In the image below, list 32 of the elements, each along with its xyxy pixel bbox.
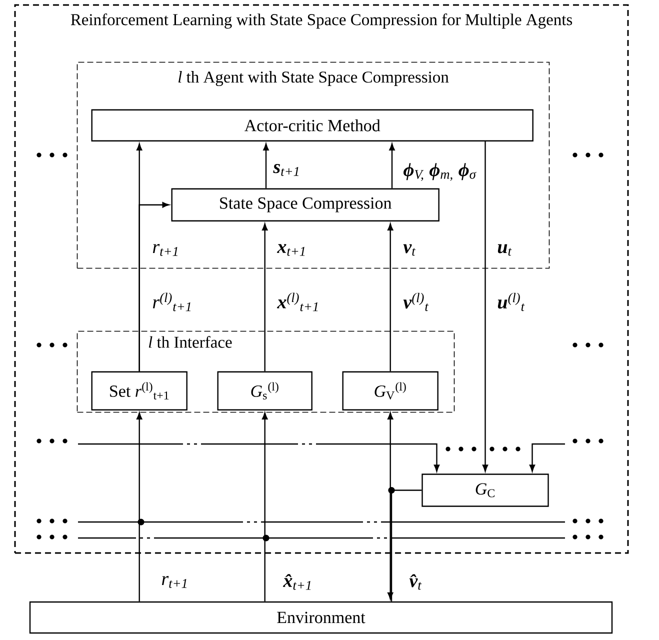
arrow (410, 443, 440, 472)
arrow (388, 412, 394, 600)
environment-box: Environment (29, 601, 613, 634)
arrow (263, 143, 269, 188)
signal-label: v̂$_{t}$ (409, 574, 422, 590)
signal-label: x̂$_{t+1}$ (282, 574, 311, 590)
arrow (262, 223, 268, 372)
arrow (482, 141, 488, 472)
signal-label: x$^{(l)}$t+1 (276, 292, 318, 312)
process-box: State Space Compression (171, 188, 440, 222)
signal-label: u$^{(l)}$t (498, 292, 525, 312)
signal-label: ϕ$_{V,}$ ϕ$_{m,}$ ϕ$_{σ}$ (404, 163, 476, 181)
process-box: G$_{C}$ (422, 474, 549, 507)
process-box: G$_{V}$(l) (342, 371, 438, 410)
process-box: Set r$^{(l)}$t+1 (91, 371, 188, 410)
arrow (389, 143, 395, 188)
connector-line (388, 486, 422, 602)
signal-label: r$_{t+1}$ (162, 576, 186, 588)
signal-label: r$_{t+1}$ (152, 244, 178, 256)
process-box: Actor-critic Method (91, 109, 534, 142)
arrow (388, 223, 394, 372)
arrow (138, 202, 170, 372)
process-box: G$_{s}$(l) (217, 371, 312, 410)
arrow (136, 412, 142, 602)
signal-label: x$_{t+1}$ (276, 244, 305, 256)
arrow (529, 443, 565, 472)
signal-label: r$^{(l)}$t+1 (152, 292, 191, 312)
signal-label: v$_{t}$ (403, 244, 416, 256)
arrow (262, 412, 268, 602)
signal-label: u$_{t}$ (498, 244, 512, 256)
signal-label: v$^{(l)}$t (403, 292, 429, 312)
signal-label: s$_{t+1}$ (273, 164, 298, 176)
